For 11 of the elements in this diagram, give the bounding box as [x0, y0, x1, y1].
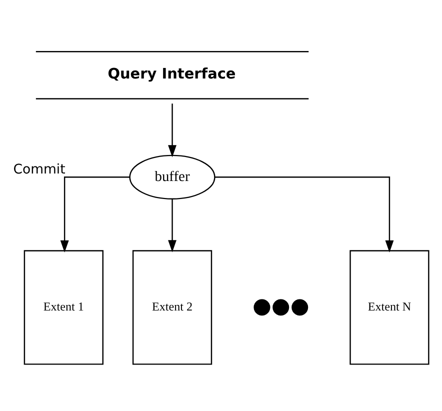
- arrow: [214, 176, 394, 252]
- node-ellipse: buffer: [129, 154, 216, 200]
- arrow: [168, 199, 176, 252]
- node-box: Extent 2: [132, 250, 212, 365]
- node-box: Extent 1: [24, 250, 104, 365]
- label: ●●●: [252, 294, 310, 319]
- arrow: [168, 104, 176, 158]
- edge-label: Commit: [13, 162, 66, 178]
- node-box: Extent N: [350, 250, 430, 365]
- arrow: [60, 176, 130, 252]
- node-text: Query Interface: [108, 66, 236, 82]
